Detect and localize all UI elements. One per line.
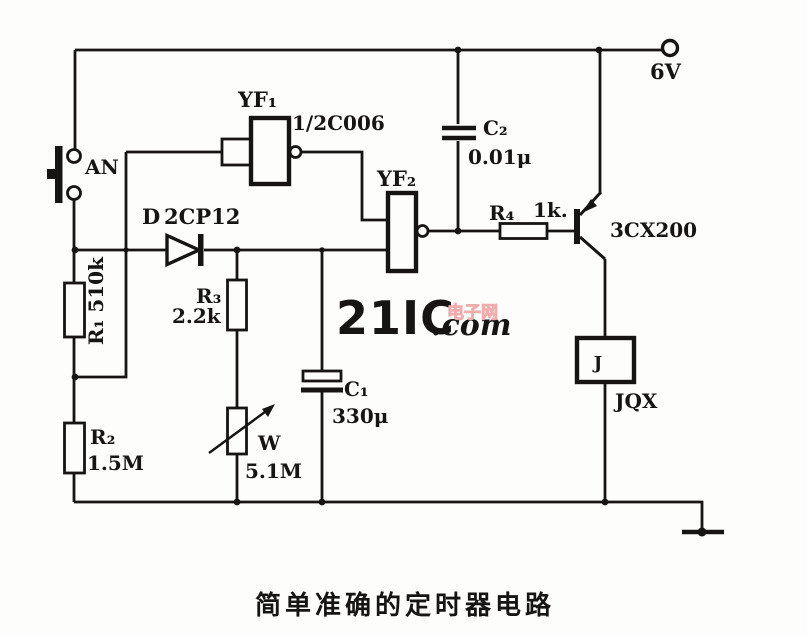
potentiometer-arrowhead-icon (262, 404, 275, 417)
transistor-collector-icon (579, 235, 606, 261)
gate-body (248, 115, 292, 187)
resistor-body (226, 278, 248, 332)
watermark-site-cn: 电子网 (447, 302, 498, 323)
resistor-body (498, 222, 549, 240)
resistor-r3: R₃ 2.2k (172, 278, 248, 332)
gate-body (385, 190, 419, 274)
power-terminal: 6V (650, 38, 682, 84)
junction-dot (233, 246, 241, 254)
capacitor-c2-label: C₂ (483, 116, 508, 140)
resistor-r3-value: 2.2k (172, 304, 222, 328)
diode-triangle-icon (165, 232, 204, 268)
relay-part-label: JQX (613, 389, 658, 413)
junction-dot (123, 247, 129, 253)
capacitor-c1-label: C₁ (344, 377, 369, 401)
junction-dot (601, 498, 609, 506)
resistor-r2-label: R₂ (90, 425, 115, 449)
diode-label: D (142, 204, 160, 229)
capacitor-c1-value: 330μ (332, 404, 388, 428)
figure-caption: 简单准确的定时器电路 (255, 590, 555, 621)
transistor-base-bar-icon (574, 209, 580, 244)
resistor-r1-label: R₁ 510k (84, 256, 108, 345)
potentiometer-arrow-icon (208, 407, 270, 455)
ground-dot-icon (697, 527, 707, 537)
junction-dot (319, 247, 325, 253)
junction-dot (454, 46, 462, 54)
wire-yf1-to-yf2 (301, 150, 388, 222)
button-contact-icon (66, 185, 82, 201)
button-contact-icon (66, 148, 82, 164)
resistor-r4: R₄ 1k. (489, 198, 568, 240)
power-voltage-label: 6V (650, 59, 682, 84)
junction-dot (233, 498, 241, 506)
watermark-domain: .com (431, 308, 511, 343)
junction-dot (595, 46, 603, 54)
wire-bottom-rail (74, 500, 704, 531)
resistor-r3-label: R₃ (196, 284, 221, 308)
relay-label: J (592, 353, 603, 374)
junction-dot (318, 498, 326, 506)
junction-dot (454, 227, 462, 235)
inverter-bubble-icon (415, 224, 430, 238)
relay-body (574, 335, 637, 385)
gate-yf1: YF₁ 1/2C006 (220, 87, 385, 187)
gate-yf2: YF₂ (376, 166, 430, 274)
junction-dot (71, 246, 79, 254)
resistor-body (63, 421, 86, 475)
gate-yf1-label: YF₁ (237, 87, 277, 112)
terminal-circle-icon (660, 38, 680, 58)
capacitor-plate-positive (301, 369, 343, 383)
watermark: 21IC .com 电子网 (336, 291, 511, 345)
push-button-label: AN (84, 155, 119, 179)
capacitor-c2: C₂ 0.01μ (442, 116, 531, 169)
resistor-r2: R₂ 1.5M (63, 421, 144, 475)
diode-part: 2CP12 (164, 204, 240, 229)
transistor-emitter-arrow-icon (582, 199, 597, 213)
resistor-r2-value: 1.5M (87, 451, 144, 475)
gate-input-block (220, 137, 253, 167)
wires (72, 48, 704, 531)
transistor-part-label: 3CX200 (610, 218, 697, 242)
potentiometer-w-label: W (257, 431, 281, 455)
inverter-bubble-icon (288, 145, 303, 159)
potentiometer-w-value: 5.1M (245, 459, 302, 483)
resistor-r1: R₁ 510k (63, 256, 108, 345)
transistor-3cx200: 3CX200 (574, 190, 697, 261)
watermark-brand: 21IC (336, 291, 455, 345)
junction-dots (71, 46, 609, 506)
gate-yf1-part: 1/2C006 (292, 111, 385, 135)
diode-d: D 2CP12 (142, 204, 240, 268)
resistor-r4-label: R₄ (489, 201, 515, 225)
diode-cathode-bar-icon (198, 234, 204, 266)
relay-jqx: J JQX (574, 335, 658, 413)
junction-dot (71, 373, 79, 381)
potentiometer-w: W 5.1M (208, 404, 302, 483)
button-actuator-nub-icon (47, 169, 55, 179)
button-actuator-icon (55, 146, 63, 203)
resistor-body (63, 281, 86, 339)
capacitor-c2-value: 0.01μ (468, 145, 531, 169)
wire-an-branch (75, 152, 128, 379)
capacitor-c1: C₁ 330μ (301, 369, 388, 428)
resistor-r4-value: 1k. (533, 198, 568, 222)
gate-yf2-label: YF₂ (376, 166, 416, 191)
ground-symbol (682, 527, 724, 537)
push-button-an: AN (47, 146, 119, 203)
